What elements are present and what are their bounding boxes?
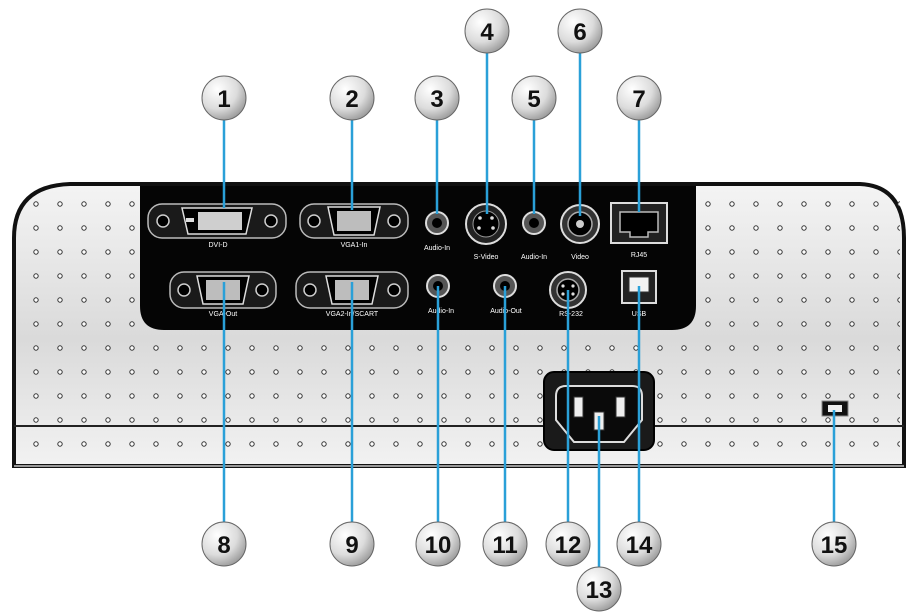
- audio-in-bottom-label: Audio-In: [428, 308, 454, 315]
- callout-15: 15: [811, 521, 857, 567]
- callout-1: 1: [201, 75, 247, 121]
- vga1-in-label: VGA1-In: [341, 242, 368, 249]
- callout-11: 11: [482, 521, 528, 567]
- callout-7-number: 7: [632, 86, 645, 113]
- video-port: Video: [560, 204, 600, 261]
- callout-4-number: 4: [480, 19, 494, 46]
- callout-4: 4: [464, 8, 510, 54]
- callout-9: 9: [329, 521, 375, 567]
- callout-3-number: 3: [430, 86, 443, 113]
- video-label: Video: [571, 254, 589, 261]
- rs232-label: RS-232: [559, 311, 583, 318]
- audio-in-top-2-label: Audio-In: [521, 254, 547, 261]
- callout-6-number: 6: [573, 19, 586, 46]
- callout-12: 12: [545, 521, 591, 567]
- callout-12-number: 12: [555, 532, 582, 559]
- callout-6: 6: [557, 8, 603, 54]
- audio-in-jack-top: Audio-In: [424, 211, 450, 252]
- callout-2: 2: [329, 75, 375, 121]
- callout-11-number: 11: [492, 532, 517, 559]
- dvi-d-label: DVI-D: [208, 242, 227, 249]
- callout-5: 5: [511, 75, 557, 121]
- callout-2-number: 2: [345, 86, 358, 113]
- callout-13-number: 13: [586, 577, 613, 604]
- callout-15-number: 15: [821, 532, 848, 559]
- callout-9-number: 9: [345, 532, 358, 559]
- audio-in-top-label: Audio-In: [424, 245, 450, 252]
- callout-14-number: 14: [626, 532, 653, 559]
- callout-13: 13: [576, 566, 622, 612]
- callout-7: 7: [616, 75, 662, 121]
- callout-8-number: 8: [217, 532, 230, 559]
- callout-3: 3: [414, 75, 460, 121]
- dvi-d-port: DVI-D: [147, 203, 287, 249]
- callout-5-number: 5: [527, 86, 540, 113]
- callout-1-number: 1: [217, 86, 230, 113]
- leader-lines: [222, 52, 836, 568]
- s-video-label: S-Video: [474, 254, 499, 261]
- rj45-label: RJ45: [631, 252, 647, 259]
- callout-10-number: 10: [425, 532, 452, 559]
- vga1-in-port: VGA1-In: [299, 203, 409, 249]
- s-video-port: S-Video: [465, 203, 507, 261]
- callout-8: 8: [201, 521, 247, 567]
- callout-14: 14: [616, 521, 662, 567]
- callout-10: 10: [415, 521, 461, 567]
